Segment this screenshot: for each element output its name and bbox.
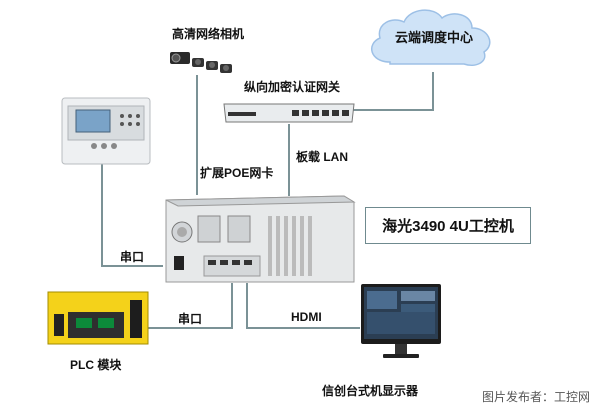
camera-label: 高清网络相机 (172, 27, 245, 41)
connector-camera-ipc (196, 75, 198, 195)
connector-plc-ipc-v (231, 283, 233, 329)
connector-hmi-ipc (101, 163, 103, 267)
ipc-title-box: 海光3490 4U工控机 (365, 207, 531, 244)
plc-label: PLC 模块 (70, 358, 122, 372)
lan-label: 板载 LAN (296, 150, 348, 164)
cloud-icon (370, 9, 491, 66)
connector-cloud-gateway (432, 72, 434, 110)
ipc-chassis-icon (165, 195, 356, 283)
monitor-label: 信创台式机显示器 (322, 384, 419, 398)
plc-module-icon (47, 291, 149, 345)
connector-hmi-ipc-h (101, 265, 163, 267)
hmi-panel-icon (61, 97, 151, 165)
serial-hmi-label: 串口 (120, 250, 145, 264)
hdmi-label: HDMI (291, 310, 322, 324)
monitor-icon (361, 284, 441, 358)
gateway-label: 纵向加密认证网关 (244, 80, 341, 94)
camera-icon (170, 52, 232, 73)
connector-ipc-monitor-h (246, 327, 360, 329)
connector-cloud-gateway-h (353, 109, 434, 111)
serial-plc-label: 串口 (178, 312, 203, 326)
cloud-label: 云端调度中心 (394, 30, 473, 45)
poe-card-label: 扩展POE网卡 (200, 166, 274, 180)
connector-gateway-ipc (288, 124, 290, 196)
connector-plc-ipc-h (148, 327, 232, 329)
gateway-device-icon (223, 103, 355, 123)
connector-ipc-monitor-v (246, 283, 248, 329)
watermark-text: 图片发布者：工控网 (481, 390, 590, 404)
